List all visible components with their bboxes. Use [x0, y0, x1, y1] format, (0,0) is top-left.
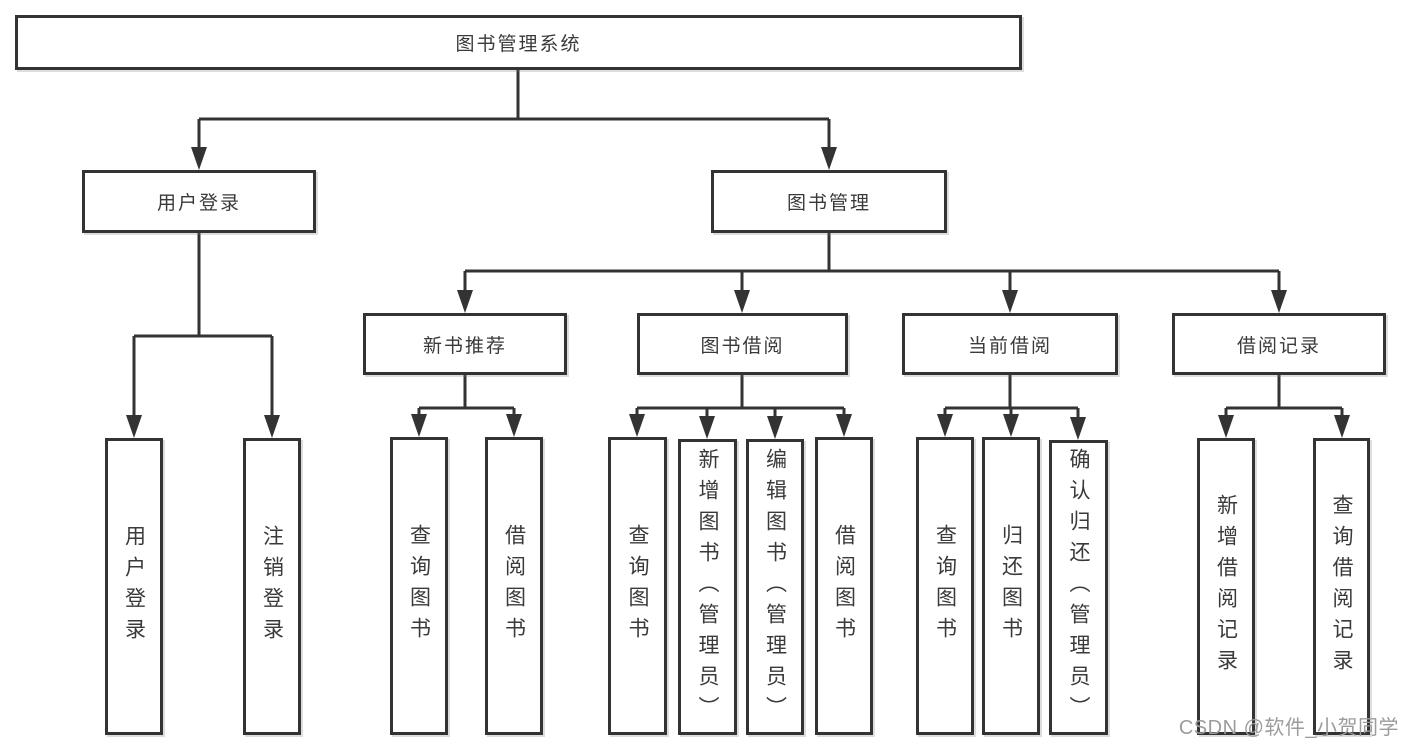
leaf-query-books-borrow: 查询图书 — [608, 437, 667, 735]
leaf-borrow-books-recommend: 借阅图书 — [485, 437, 543, 735]
csdn-watermark: CSDN @软件_小贺同学 — [1178, 717, 1399, 739]
node-current-borrow: 当前借阅 — [902, 313, 1118, 375]
connector-new-book-recommend — [411, 375, 522, 437]
connector-borrow-records — [1218, 375, 1350, 438]
leaf-label: 查询图书 — [626, 524, 649, 648]
node-book-borrow: 图书借阅 — [637, 313, 848, 375]
node-new-book-recommend: 新书推荐 — [363, 313, 567, 375]
node-book-management: 图书管理 — [711, 170, 947, 233]
leaf-label: 注销登录 — [260, 524, 284, 649]
leaf-label: 查询图书 — [407, 524, 431, 648]
leaf-label: 新增借阅记录 — [1214, 493, 1238, 680]
connector-current-borrow — [937, 375, 1086, 440]
leaf-add-books-admin: 新增图书（管理员） — [678, 439, 737, 735]
leaf-label: 编辑图书（管理员） — [763, 447, 787, 727]
leaf-label: 查询图书 — [933, 524, 957, 648]
leaf-label: 借阅图书 — [502, 524, 526, 648]
leaf-query-borrow-record: 查询借阅记录 — [1313, 438, 1370, 735]
leaf-label: 确认归还（管理员） — [1067, 448, 1090, 727]
leaf-return-books: 归还图书 — [982, 437, 1040, 735]
leaf-logout: 注销登录 — [243, 438, 301, 735]
leaf-query-books-current: 查询图书 — [916, 437, 974, 735]
connector-root-to-level2 — [191, 70, 837, 170]
leaf-label: 新增图书（管理员） — [696, 447, 719, 727]
node-root-system: 图书管理系统 — [15, 15, 1022, 70]
connector-book-borrow — [629, 375, 852, 439]
leaf-query-books-recommend: 查询图书 — [390, 437, 448, 735]
leaf-user-login: 用户登录 — [105, 438, 163, 735]
leaf-label: 借阅图书 — [832, 524, 856, 648]
leaf-label: 查询借阅记录 — [1330, 493, 1353, 680]
leaf-add-borrow-record: 新增借阅记录 — [1197, 438, 1255, 735]
leaf-label: 归还图书 — [999, 524, 1023, 648]
connector-book-management-branch — [457, 233, 1287, 313]
node-borrow-records: 借阅记录 — [1172, 313, 1386, 375]
leaf-label: 用户登录 — [122, 524, 146, 649]
leaf-edit-books-admin: 编辑图书（管理员） — [746, 439, 804, 735]
leaf-confirm-return-admin: 确认归还（管理员） — [1049, 440, 1108, 735]
node-user-login: 用户登录 — [82, 170, 316, 233]
connector-user-login-branch — [126, 233, 280, 438]
leaf-borrow-books: 借阅图书 — [815, 437, 873, 735]
